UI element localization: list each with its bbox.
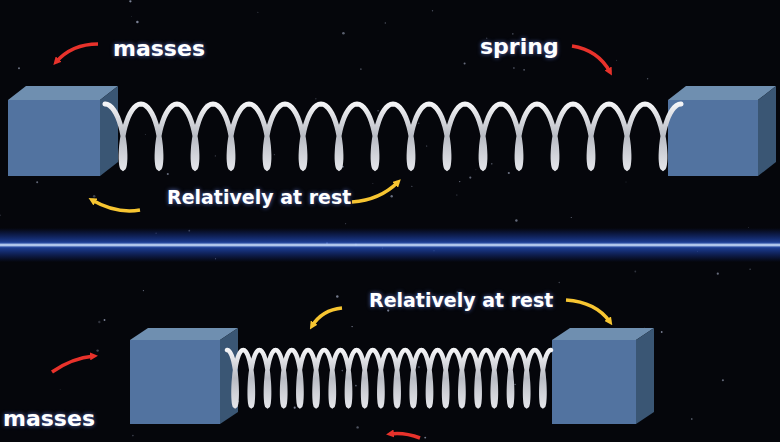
- mass-block: [668, 86, 776, 176]
- star: [215, 155, 216, 156]
- mass-block: [8, 86, 118, 176]
- star: [749, 269, 750, 270]
- star: [508, 172, 510, 174]
- mass-block: [552, 328, 654, 424]
- star: [385, 22, 386, 23]
- star: [336, 295, 339, 298]
- spring-coil: [105, 104, 681, 168]
- star: [167, 173, 169, 175]
- mass-label: masses: [113, 36, 205, 61]
- pointer-arrow: [572, 46, 610, 72]
- star: [426, 145, 427, 146]
- star: [372, 182, 374, 184]
- star: [273, 154, 275, 156]
- star: [356, 426, 358, 428]
- star: [143, 290, 144, 291]
- star: [475, 169, 477, 171]
- star: [523, 69, 525, 71]
- star: [424, 437, 426, 439]
- star: [315, 98, 317, 100]
- pointer-arrow: [92, 200, 140, 211]
- star: [515, 219, 517, 221]
- star: [129, 0, 131, 2]
- star: [391, 195, 393, 197]
- star: [491, 163, 492, 164]
- star: [717, 273, 719, 275]
- star: [36, 181, 38, 183]
- star: [345, 223, 347, 225]
- star: [513, 67, 515, 69]
- star: [96, 349, 98, 351]
- star: [469, 177, 471, 179]
- star: [432, 10, 433, 11]
- mass-label: masses: [3, 406, 95, 431]
- star: [351, 326, 352, 327]
- star: [93, 195, 96, 198]
- star: [691, 418, 692, 419]
- star: [360, 68, 362, 70]
- star: [411, 186, 412, 187]
- star: [722, 379, 724, 381]
- star: [294, 407, 296, 409]
- star-field: [0, 0, 751, 438]
- star: [132, 435, 134, 437]
- star: [616, 60, 617, 61]
- pointer-arrow: [566, 300, 610, 322]
- star: [104, 319, 106, 321]
- star: [18, 67, 20, 69]
- star: [131, 16, 133, 18]
- pointer-arrow: [312, 308, 342, 326]
- star: [144, 133, 146, 135]
- star: [661, 331, 663, 333]
- star: [377, 110, 379, 112]
- star: [136, 21, 139, 24]
- pointer-arrow: [390, 434, 420, 439]
- star: [647, 78, 648, 79]
- pointer-arrow: [352, 182, 398, 202]
- rest-label: Relatively at rest: [167, 186, 351, 208]
- star: [625, 181, 627, 183]
- pointer-arrow: [56, 44, 98, 62]
- mass-block: [130, 328, 238, 424]
- star: [634, 271, 636, 273]
- star: [456, 194, 458, 196]
- pointer-arrow: [52, 356, 94, 372]
- star: [355, 385, 357, 387]
- star: [464, 62, 466, 64]
- star: [257, 11, 259, 13]
- star: [459, 181, 460, 182]
- star: [59, 388, 61, 390]
- rest-label: Relatively at rest: [369, 289, 553, 311]
- star: [514, 384, 515, 385]
- star: [98, 321, 100, 323]
- star: [559, 282, 560, 283]
- star: [341, 370, 343, 372]
- spring-coil: [227, 350, 551, 406]
- star: [418, 366, 420, 368]
- star: [571, 217, 572, 218]
- star: [0, 214, 1, 216]
- divider-beam: [0, 228, 780, 262]
- spring-label: spring: [480, 34, 559, 59]
- star: [342, 32, 345, 35]
- star: [418, 123, 419, 124]
